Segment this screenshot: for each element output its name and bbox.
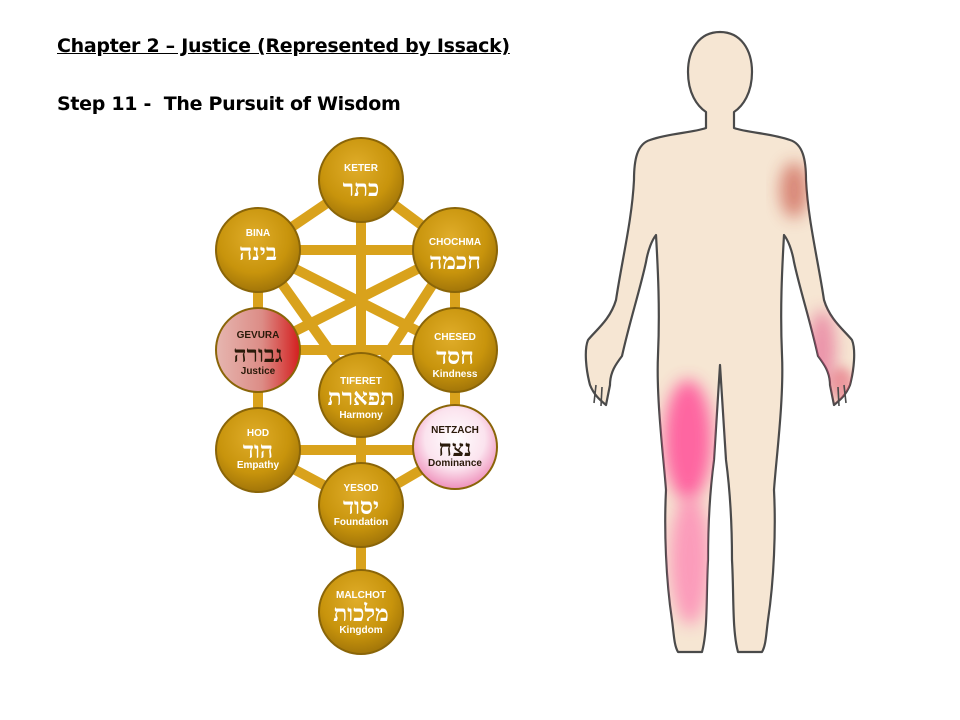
sefira-hebrew: גבורה	[233, 341, 282, 368]
sefira-english: Dominance	[428, 458, 482, 469]
sefira-english: Kingdom	[339, 625, 382, 636]
sefira-english: Harmony	[339, 410, 383, 421]
sefira-hebrew: יסוד	[343, 493, 379, 520]
finger-line	[593, 384, 597, 404]
sefira-circle	[215, 407, 301, 493]
finger-line	[837, 386, 840, 407]
sefira-hebrew: חכמה	[429, 248, 481, 275]
sefira-gevura: GEVURA גבורה Justice	[215, 307, 301, 393]
sefira-name: HOD	[247, 428, 269, 439]
sefira-name: BINA	[246, 228, 270, 239]
sefira-name: CHOCHMA	[429, 237, 481, 248]
sefira-netzach: NETZACH נצח Dominance	[412, 404, 498, 490]
sefira-hebrew: מלכות	[333, 600, 389, 627]
sefira-hebrew: חסד	[436, 343, 474, 370]
sefira-hebrew: הוד	[243, 437, 273, 464]
highlight-regions	[664, 162, 854, 625]
sefira-name: YESOD	[343, 483, 378, 494]
sefira-english: Foundation	[334, 517, 388, 528]
sefira-hebrew: כתר	[343, 175, 380, 202]
chapter-title: Chapter 2 – Justice (Represented by Issa…	[57, 35, 510, 57]
sefira-name: TIFERET	[340, 376, 382, 387]
sefira-circle	[215, 307, 301, 393]
right-hand-fingers	[593, 384, 603, 407]
sefira-hebrew: בינה	[239, 239, 277, 266]
sefira-hebrew: נצח	[438, 435, 471, 462]
sefira-english: Kindness	[432, 369, 477, 380]
highlight-left-upper-arm	[780, 162, 808, 218]
left-hand-fingers	[837, 384, 847, 407]
sefira-bina: BINA בינה	[215, 207, 301, 293]
sefira-keter: KETER כתר	[318, 137, 404, 223]
sefira-circle	[318, 569, 404, 655]
finger-line	[843, 384, 847, 404]
sefira-chochma: CHOCHMA חכמה	[412, 207, 498, 293]
step-title: Step 11 - The Pursuit of Wisdom	[57, 93, 401, 115]
finger-line	[600, 386, 603, 407]
sefira-english: Empathy	[237, 460, 280, 471]
sefira-yesod: YESOD יסוד Foundation	[318, 462, 404, 548]
sefira-circle	[412, 207, 498, 293]
sefira-name: KETER	[344, 163, 379, 174]
sefira-chesed: CHESED חסד Kindness	[412, 307, 498, 393]
highlight-left-thigh	[664, 380, 712, 500]
body-silhouette	[584, 30, 856, 654]
sefira-tiferet: TIFERET תפארת Harmony	[318, 352, 404, 438]
sefira-name: GEVURA	[237, 330, 280, 341]
sefira-name: MALCHOT	[336, 590, 386, 601]
sefira-circle	[215, 207, 301, 293]
sefira-hebrew: תפארת	[328, 384, 395, 411]
human-body-figure	[584, 30, 856, 654]
tree-of-life-diagram: KETER כתר BINA בינה CHOCHMA חכמה GEVURA …	[215, 137, 498, 655]
sefira-name: NETZACH	[431, 425, 479, 436]
sefira-name: CHESED	[434, 332, 476, 343]
sefira-circle	[412, 307, 498, 393]
sefira-english: Justice	[241, 366, 276, 377]
sefira-circle	[318, 137, 404, 223]
sefira-hod: HOD הוד Empathy	[215, 407, 301, 493]
sefira-circle	[412, 404, 498, 490]
highlight-left-shin	[670, 495, 710, 625]
sefira-circle	[318, 462, 404, 548]
sefira-malchot: MALCHOT מלכות Kingdom	[318, 569, 404, 655]
sefira-circle	[318, 352, 404, 438]
